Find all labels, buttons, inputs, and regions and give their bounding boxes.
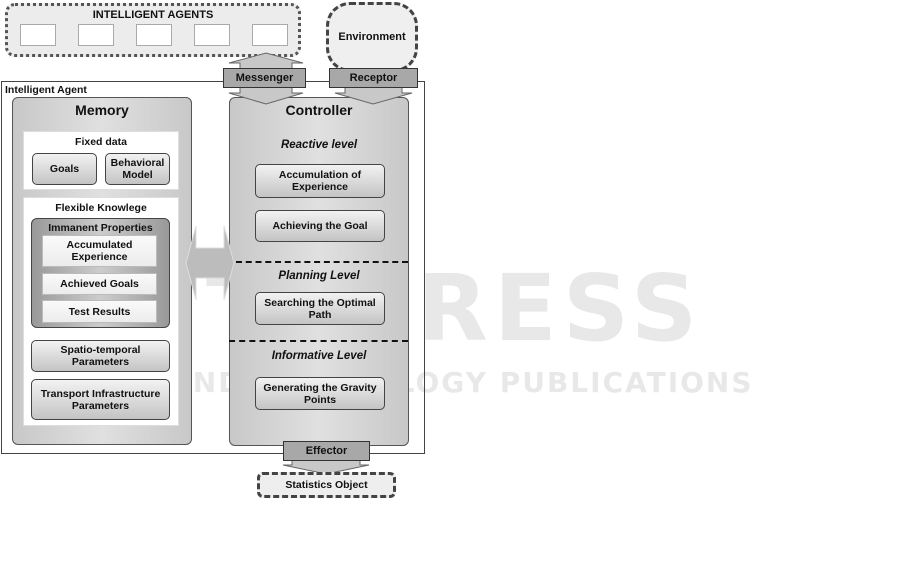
informative-level-title: Informative Level (271, 350, 367, 362)
spatio-temporal-parameters-box: Spatio-temporal Parameters (31, 340, 170, 372)
goals-box: Goals (32, 153, 97, 185)
intelligent-agents-title: INTELLIGENT AGENTS (92, 9, 214, 21)
achieving-the-goal-box: Achieving the Goal (255, 210, 385, 242)
agent-slot (20, 24, 56, 46)
behavioral-model-box: Behavioral Model (105, 153, 170, 185)
level-divider (236, 261, 408, 263)
generating-gravity-points-box: Generating the Gravity Points (255, 377, 385, 410)
controller-title: Controller (285, 102, 353, 118)
memory-controller-double-arrow (185, 225, 235, 301)
receptor-port: Receptor (329, 68, 418, 88)
statistics-object: Statistics Object (257, 472, 396, 498)
accumulation-of-experience-box: Accumulation of Experience (255, 164, 385, 198)
level-divider (229, 340, 408, 342)
environment: Environment (326, 2, 418, 72)
immanent-properties-title: Immanent Properties (48, 222, 153, 234)
reactive-level-title: Reactive level (280, 139, 358, 151)
agent-slot (78, 24, 114, 46)
messenger-port: Messenger (223, 68, 306, 88)
agent-slot (136, 24, 172, 46)
receptor-down-arrow (334, 85, 413, 105)
achieved-goals-box: Achieved Goals (42, 273, 157, 295)
test-results-box: Test Results (42, 300, 157, 323)
fixed-data-title: Fixed data (75, 136, 127, 148)
effector-port: Effector (283, 441, 370, 461)
intelligent-agent-title: Intelligent Agent (5, 84, 87, 96)
accumulated-experience-box: Accumulated Experience (42, 235, 157, 267)
flexible-knowledge-title: Flexible Knowlege (55, 202, 147, 214)
memory-title: Memory (75, 102, 129, 118)
intelligent-agent-box: Intelligent Agent (1, 81, 425, 454)
transport-infrastructure-parameters-box: Transport Infrastructure Parameters (31, 379, 170, 420)
planning-level-title: Planning Level (278, 270, 360, 282)
messenger-down-arrow (228, 85, 304, 105)
agent-slot (252, 24, 288, 46)
searching-optimal-path-box: Searching the Optimal Path (255, 292, 385, 325)
agent-slot (194, 24, 230, 46)
